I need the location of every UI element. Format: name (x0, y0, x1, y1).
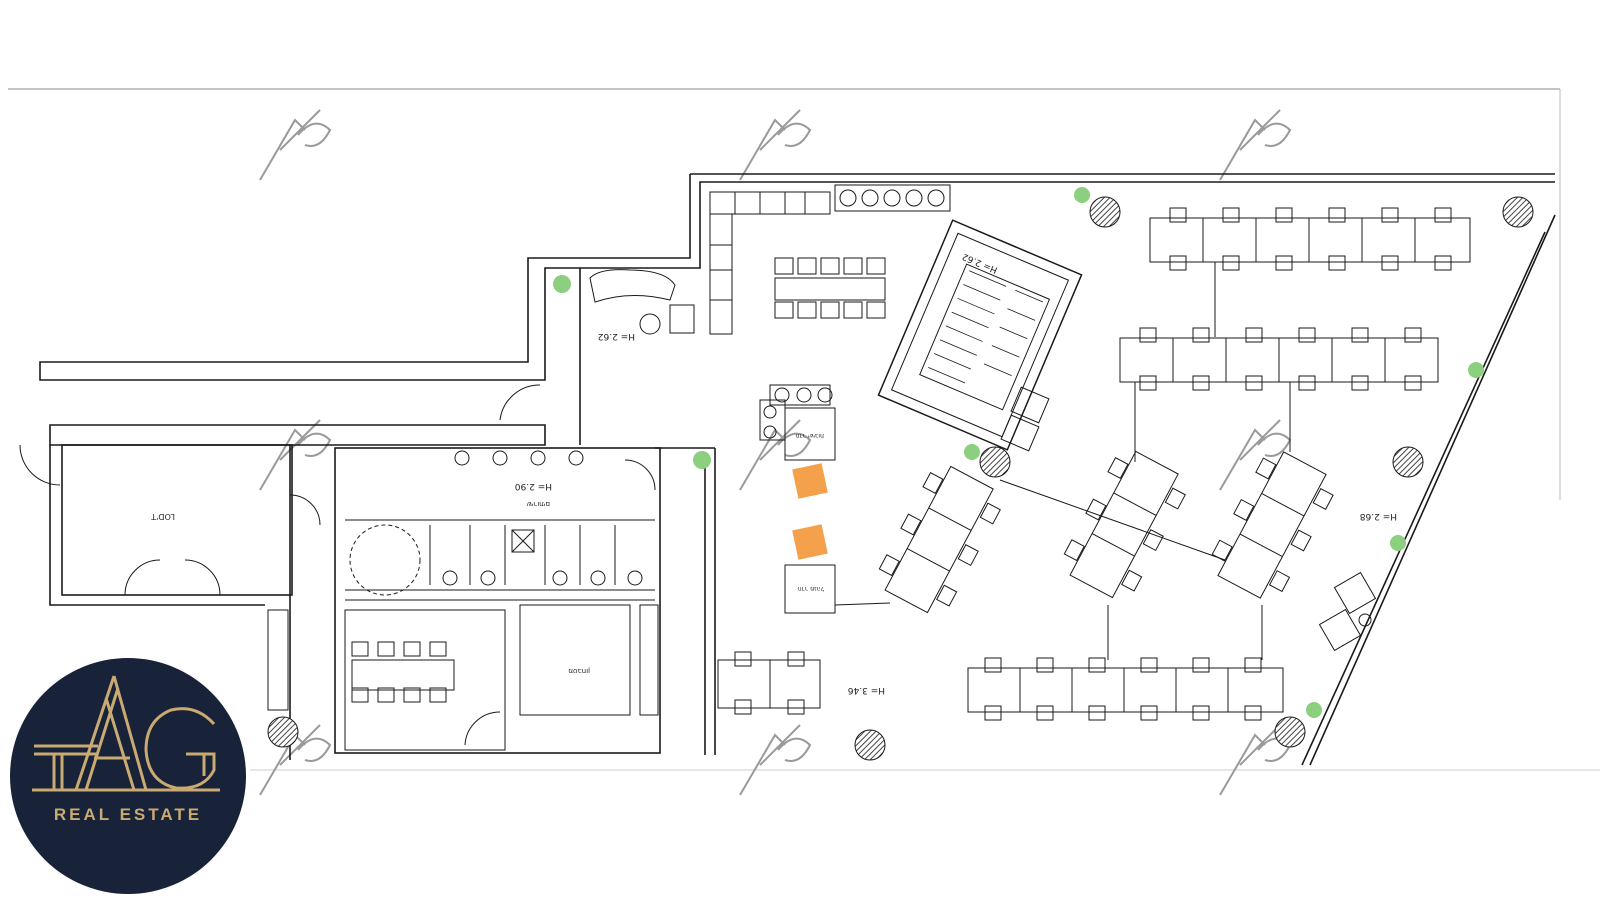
tag-monogram-icon (32, 675, 220, 792)
doors (19, 384, 656, 746)
room-label-storage: LOD'T (151, 512, 175, 521)
highlight-pads (792, 463, 828, 560)
brand-logo: REAL ESTATE (6, 658, 252, 904)
height-label-reception: H= 2.62 (598, 331, 635, 341)
room-label-restrooms: שירותים (527, 500, 550, 508)
height-label-core: H= 2.62 (961, 251, 999, 275)
room-label-kitchen: מטבחון (568, 667, 590, 675)
desk-clusters (834, 207, 1471, 721)
walls (39, 173, 1556, 766)
dining-table (351, 641, 455, 703)
brand-tagline: REAL ESTATE (54, 805, 202, 824)
plants (553, 187, 1484, 718)
columns (267, 196, 1534, 761)
room-label-meeting-a: חדר ישיבות (795, 432, 824, 439)
height-label-open-right: H= 2.68 (1360, 511, 1397, 521)
room-label-meeting-b: חדר מנהל (798, 585, 824, 592)
restrooms (267, 450, 659, 751)
kitchen-counter (589, 184, 951, 335)
height-label-open-left: H= 3.46 (848, 685, 885, 695)
stair-core (877, 219, 1083, 452)
small-offices (717, 384, 836, 715)
watermark-tag (259, 109, 1292, 796)
height-label-restrooms: H= 2.90 (515, 481, 552, 491)
